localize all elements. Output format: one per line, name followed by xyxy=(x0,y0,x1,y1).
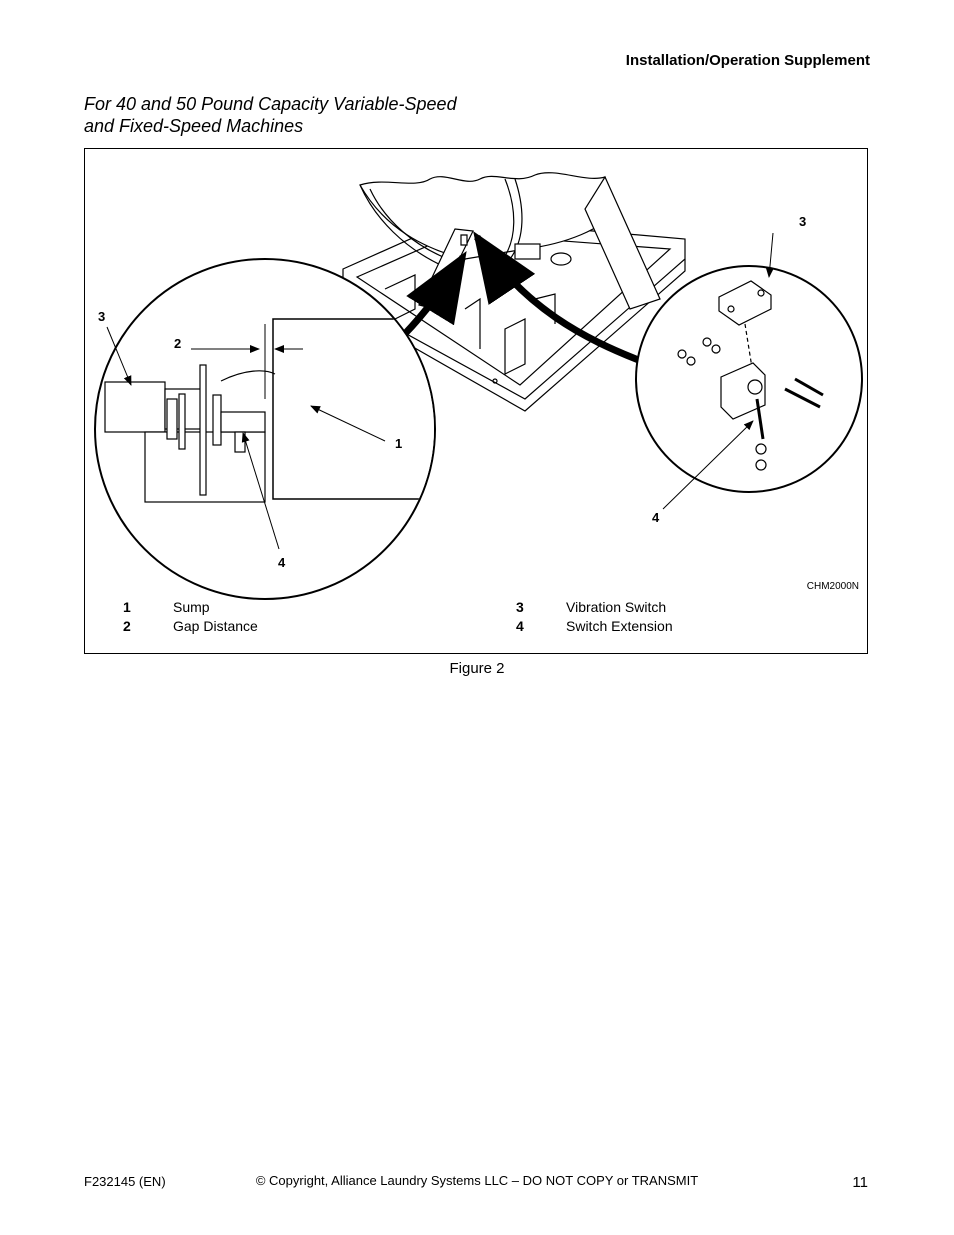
section-title: For 40 and 50 Pound Capacity Variable-Sp… xyxy=(84,93,457,137)
callout-2: 2 xyxy=(174,336,182,351)
legend-label: Vibration Switch xyxy=(566,599,667,615)
detail-circle-switch xyxy=(635,265,863,493)
section-title-line-1: For 40 and 50 Pound Capacity Variable-Sp… xyxy=(84,94,457,114)
callout-leaders xyxy=(106,232,774,550)
figure-illustration xyxy=(94,172,863,600)
callout-3-right: 3 xyxy=(799,214,807,229)
detail-circle-gap xyxy=(94,258,436,600)
figure-box: 3 3 2 1 4 4 CHM2000N 1 Sump 2 Gap Distan… xyxy=(84,148,868,654)
footer-copyright: © Copyright, Alliance Laundry Systems LL… xyxy=(255,1173,699,1188)
page-header-title: Installation/Operation Supplement xyxy=(625,52,870,69)
legend-number: 2 xyxy=(123,618,131,634)
section-title-line-2: and Fixed-Speed Machines xyxy=(84,116,304,136)
figure-legend: 1 Sump 2 Gap Distance 3 Vibration Switch… xyxy=(85,599,869,643)
legend-label: Gap Distance xyxy=(173,618,258,634)
footer-page-number: 11 xyxy=(852,1174,868,1191)
figure-caption: Figure 2 xyxy=(449,660,505,677)
callout-4-left: 4 xyxy=(278,555,286,570)
callout-4-right: 4 xyxy=(652,510,660,525)
legend-label: Switch Extension xyxy=(566,618,673,634)
callout-1: 1 xyxy=(395,436,403,451)
machine-drum xyxy=(359,172,661,310)
callout-3-left: 3 xyxy=(98,309,106,324)
figure-code: CHM2000N xyxy=(806,581,859,592)
footer-doc-id: F232145 (EN) xyxy=(84,1174,166,1189)
legend-number: 1 xyxy=(123,599,131,615)
legend-label: Sump xyxy=(173,599,210,615)
pointer-arrow-right xyxy=(473,231,643,365)
legend-number: 4 xyxy=(516,618,524,634)
legend-number: 3 xyxy=(516,599,524,615)
